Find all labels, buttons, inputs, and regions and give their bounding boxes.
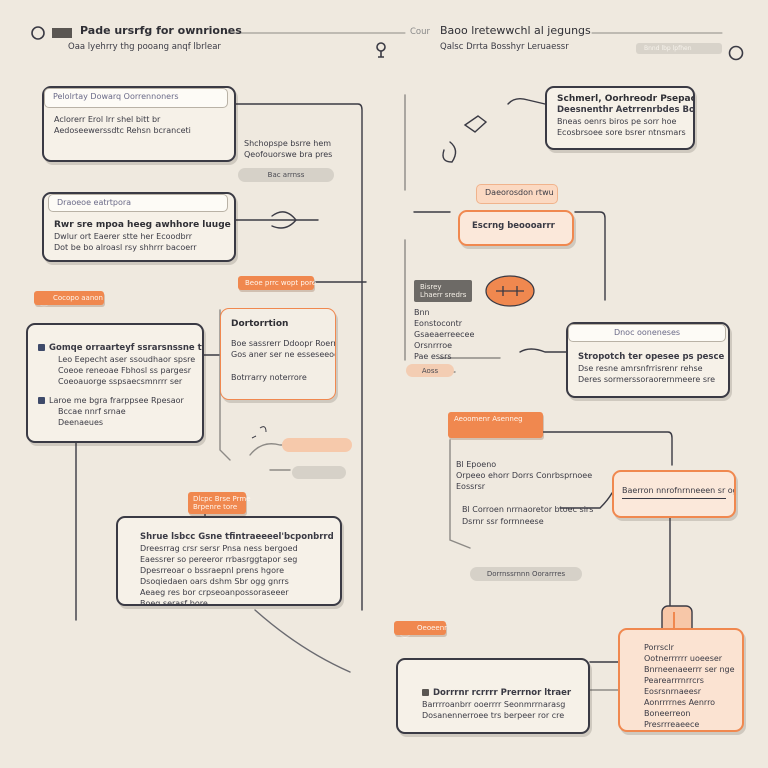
right-card-6-line-2: Ootnerrrrrr uoeeser: [644, 654, 723, 663]
right-pill-bottom[interactable]: Dorrnssrnnn Oorarrres: [470, 567, 582, 581]
bullet-icon: [422, 689, 429, 696]
left-tag-bottom-label: Oeoeenr: [417, 624, 448, 632]
left-card-5-line-1: Dreesrrag crsr sersr Pnsa ness bergoed: [140, 544, 298, 553]
right-card-5-head: Dorrrnr rcrrrr Prerrnor ltraer: [422, 688, 576, 699]
left-card-4-line-1: Boe sassrerr Ddoopr Roerrrleor: [231, 339, 336, 348]
bullet-icon: [38, 344, 45, 351]
left-tag-cocopo-label: Cocopo aanon: [53, 294, 103, 302]
right-card-3-line-1: Dse resne amrsnfrrisrenr rehse: [578, 364, 703, 373]
right-mini-bar[interactable]: Aoss: [406, 364, 454, 377]
header-title: Pade ursrfg for ownriones: [80, 24, 242, 37]
left-card-3-group-2-line-1: Bccae nnrf srnae: [58, 407, 126, 416]
left-note-1: Shchopspe bsrre hem Qeofouorswe bra pres: [244, 138, 332, 160]
left-card-5-line-3: Dpesrreoar o bssraepnl prens hgore: [140, 566, 284, 575]
right-card-1-title: Schmerl, Oorhreodr Psepace: [557, 94, 695, 104]
right-text-block-line-5: Pae essrs: [414, 352, 452, 361]
right-card-6-line-3: Bnrneenaeerrr ser nge: [644, 665, 735, 674]
right-notes-mid-line-2: Orpeeo ehorr Dorrs Conrbsprnoee: [456, 471, 593, 480]
left-card-4-title: Dortorrtion: [231, 319, 289, 329]
right-card-4-orange-label: Baerron nnrofnrnneeen sr ogeer: [622, 485, 734, 499]
right-tag-mid[interactable]: Aeoomenr Asenneg: [448, 412, 543, 438]
left-note-1-line-1: Shchopspe bsrre hem: [244, 139, 332, 148]
left-pill-3[interactable]: [292, 466, 346, 479]
right-card-6-line-8: Presrrreaeece: [644, 720, 700, 729]
left-card-3-line-2: Coeoe reneoae Fbhosl ss pargesr: [58, 366, 192, 375]
right-card-3-head: Stropotch ter opesee ps pesce: [578, 352, 725, 362]
right-text-block-line-3: Gsaeaerreecee: [414, 330, 475, 339]
right-notes-mid: Bl Epoeno Orpeeo ehorr Dorrs Conrbsprnoe…: [456, 459, 592, 492]
right-card-6-line-5: Eosrsnrnaeesr: [644, 687, 702, 696]
right-card-5-line-2: Dosanennerroee trs berpeer ror cre: [422, 711, 565, 720]
right-text-block-line-2: Eonstocontr: [414, 319, 463, 328]
right-dark-chip[interactable]: Bisrey Lhaerr sredrs: [414, 280, 472, 302]
right-card-6-line-4: Pearearrrnrrcrs: [644, 676, 704, 685]
header-left-title: Pade ursrfg for ownriones: [80, 24, 242, 37]
left-tag-lower-label: Dlcpc Brse Prme: [193, 495, 251, 503]
left-card-5-line-2: Eaessrer so pereeror rrbasrggtapor seg: [140, 555, 298, 564]
right-dark-chip-line-2: Lhaerr sredrs: [420, 291, 467, 299]
right-note-mid-3: Dsrnr ssr forrnneese: [462, 517, 544, 526]
left-pill-2[interactable]: [282, 438, 352, 452]
left-card-5-line-4: Dsoqiedaen oars dshm Sbr ogg gnrrs: [140, 577, 289, 586]
right-card-5-line-1: Barrrroanbrr ooerrrr Seonmrrnarasg: [422, 700, 566, 709]
right-text-block-line-1: Bnn: [414, 308, 430, 317]
right-card-1[interactable]: Schmerl, Oorhreodr Psepace Deesnenthr Ae…: [545, 86, 695, 150]
right-text-block-line-4: Orsnrrroe: [414, 341, 453, 350]
left-card-4-line-2: Gos aner ser ne esseseeoos: [231, 350, 336, 359]
left-card-3-group-2-line-2: Deenaeues: [58, 418, 104, 427]
header-center-sub: Qalsc Drrta Bosshyr Leruaessr: [440, 42, 569, 52]
left-card-3-line-1: Leo Eepecht aser ssoudhaor spsre: [58, 355, 196, 364]
right-card-1-line-1: Deesnenthr Aetrrenrbdes Boe: [557, 105, 695, 115]
left-card-3-line-3: Coeoauorge sspsaecsmnrrr ser: [58, 377, 183, 386]
left-card-5-line-5: Aeaeg res bor crpseoanpossoraseeer: [140, 588, 289, 597]
left-tag-mid[interactable]: Beoe prrc wopt pore: [238, 276, 316, 290]
left-card-3-group-2-head: Laroe me bgra frarppsee Rpesaor: [38, 395, 192, 406]
left-tag-cocopo[interactable]: Cocopo aanon: [34, 291, 104, 305]
left-card-1-tab: Pelolrtay Dowarq Oorrennoners: [44, 88, 228, 108]
header-left-sub: Oaa lyehrry thg pooang anqf lbrlear: [68, 42, 221, 52]
right-notes-mid-line-1: Bl Epoeno: [456, 460, 497, 469]
left-tag-lower-sub: Brpenre tore: [193, 503, 238, 511]
left-pill-1[interactable]: Bac arrnss: [238, 168, 334, 182]
left-card-4[interactable]: Dortorrtion Boe sassrerr Ddoopr Roerrrle…: [220, 308, 336, 400]
right-tag-top[interactable]: Daeorosdon rtwu: [476, 184, 558, 204]
right-card-2-orange[interactable]: Escrng beoooarrr: [458, 210, 574, 246]
right-card-6-line-7: Boneerreon: [644, 709, 691, 718]
header-center-small: Cour: [410, 27, 431, 37]
left-card-5[interactable]: Shrue lsbcc Gsne tfintraeeeel'bcponbrrd …: [116, 516, 342, 606]
right-card-1-line-3: Ecosbrsoee sore bsrer ntnsmars: [557, 128, 686, 137]
header-search-chip[interactable]: Bnnd lbp lpfhen: [636, 43, 722, 54]
right-notes-mid-line-3: Eossrsr: [456, 482, 486, 491]
left-tag-bottom[interactable]: Oeoeenr: [394, 621, 448, 635]
left-card-5-head: Shrue lsbcc Gsne tfintraeeeel'bcponbrrd: [140, 532, 334, 542]
left-card-2-tab: Draoeoe eatrtpora: [48, 194, 228, 212]
right-card-3-line-2: Deres sormerssoraorernmeere sre: [578, 375, 716, 384]
bullet-icon: [38, 397, 45, 404]
left-card-1-line-1: Aclorerr Erol lrr shel bitt br: [54, 115, 161, 124]
left-card-2-line-2: Dot be bo alroasl rsy shhrrr bacoerr: [54, 243, 197, 252]
right-text-block: Bnn Eonstocontr Gsaeaerreecee Orsnrrroe …: [414, 307, 474, 362]
left-card-4-foot: Botrrarry noterrore: [231, 373, 307, 382]
header-subtitle: Oaa lyehrry thg pooang anqf lbrlear: [68, 42, 221, 52]
right-dark-chip-line-1: Bisrey: [420, 283, 442, 291]
left-card-2-line-1: Dwlur ort Eaerer stte her Ecoodbrr: [54, 232, 193, 241]
left-card-1-line-2: Aedoseewerssdtc Rehsn bcranceti: [54, 126, 191, 135]
left-card-2-head: Rwr sre mpoa heeg awhhore luuge: [54, 220, 231, 230]
right-card-6-line-6: Aonrrrrnes Aenrro: [644, 698, 716, 707]
right-note-mid-2: Bl Corroen nrrnaoretor btoec sirs: [462, 505, 594, 514]
left-note-1-line-2: Qeofouorswe bra pres: [244, 150, 333, 159]
right-card-3-tab: Dnoc ooneneses: [568, 324, 726, 342]
left-card-3-head: Gomqe orraarteyf ssrarsnssne ttc: [38, 343, 202, 354]
right-card-6-orange[interactable]: Porrsclr Ootnerrrrrr uoeeser Bnrneenaeer…: [618, 628, 744, 732]
right-card-6-line-1: Porrsclr: [644, 643, 674, 652]
right-card-2-orange-label: Escrng beoooarrr: [472, 221, 555, 231]
left-card-3[interactable]: Gomqe orraarteyf ssrarsnssne ttc Leo Eep…: [26, 323, 204, 443]
header-center-title: Baoo lretewwchl al jegungs: [440, 24, 591, 37]
left-tag-lower[interactable]: Dlcpc Brse Prme Brpenre tore: [188, 492, 251, 514]
right-card-4-orange[interactable]: Baerron nnrofnrnneeen sr ogeer: [612, 470, 736, 518]
left-card-5-line-6: Boeg serasf bore: [140, 599, 208, 606]
right-card-1-line-2: Bneas oenrs biros pe sorr hoe: [557, 117, 677, 126]
right-card-5[interactable]: Dorrrnr rcrrrr Prerrnor ltraer Barrrroan…: [396, 658, 590, 734]
